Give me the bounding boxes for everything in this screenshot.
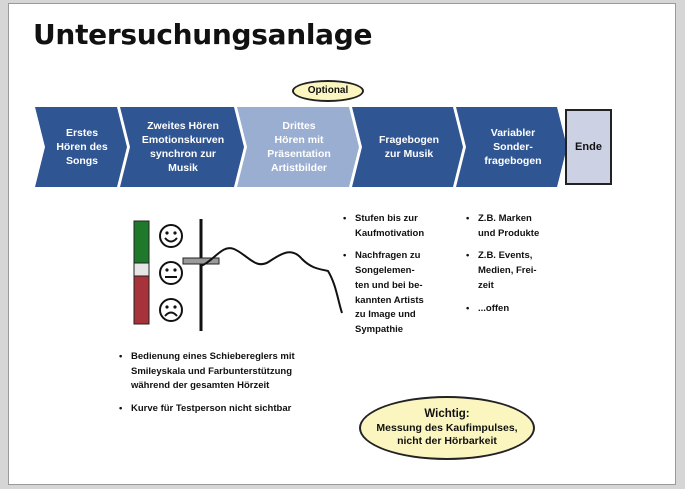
left-bullet-1: Bedienung eines Schiebereglers mit Smile… bbox=[117, 350, 357, 394]
slider-handle bbox=[182, 257, 220, 265]
callout-text: Messung des Kaufimpulses, nicht der Hörb… bbox=[376, 421, 518, 448]
chevron-step-3 bbox=[237, 107, 359, 187]
middle-bullet-list: Stufen bis zur Kaufmotivation Nachfragen… bbox=[341, 212, 451, 346]
chevron-step-1 bbox=[35, 107, 127, 187]
process-step-3-label: Drittes Hören mit Präsentation Artistbil… bbox=[267, 119, 331, 175]
left-bullet-list: Bedienung eines Schiebereglers mit Smile… bbox=[117, 350, 357, 425]
left-bullet-2: Kurve für Testperson nicht sichtbar bbox=[117, 402, 357, 417]
process-step-5-label: Variabler Sonder- fragebogen bbox=[484, 126, 542, 168]
chevron-step-4 bbox=[352, 107, 463, 187]
middle-bullet-1: Stufen bis zur Kaufmotivation bbox=[341, 212, 451, 241]
slide: Untersuchungsanlage Optional Erstes Höre… bbox=[8, 3, 676, 485]
process-step-4-label: Fragebogen zur Musik bbox=[378, 133, 440, 160]
slider-figure bbox=[133, 219, 343, 331]
chevron-step-2 bbox=[120, 107, 244, 187]
smiley-neutral-icon bbox=[159, 261, 183, 285]
process-step-1-label: Erstes Hören des Songs bbox=[56, 126, 108, 168]
smiley-sad-icon bbox=[159, 298, 183, 322]
slide-title: Untersuchungsanlage bbox=[33, 18, 373, 51]
middle-bullet-2: Nachfragen zu Songelemen- ten und bei be… bbox=[341, 249, 451, 337]
scale-red-segment bbox=[133, 275, 150, 325]
right-bullet-2: Z.B. Events, Medien, Frei- zeit bbox=[464, 249, 574, 293]
optional-badge: Optional bbox=[292, 80, 364, 102]
callout-headline: Wichtig: bbox=[424, 407, 470, 420]
scale-green-segment bbox=[133, 220, 150, 264]
process-step-2-label: Zweites Hören Emotionskurven synchron zu… bbox=[141, 119, 225, 175]
process-flow: Erstes Hören des Songs Zweites Hören Emo… bbox=[9, 107, 675, 187]
smiley-happy-icon bbox=[159, 224, 183, 248]
process-chevrons bbox=[35, 107, 567, 187]
right-bullet-1: Z.B. Marken und Produkte bbox=[464, 212, 574, 241]
callout-bubble: Wichtig: Messung des Kaufimpulses, nicht… bbox=[359, 396, 535, 460]
right-bullet-list: Z.B. Marken und Produkte Z.B. Events, Me… bbox=[464, 212, 574, 324]
chevron-step-5 bbox=[456, 107, 567, 187]
right-bullet-3: ...offen bbox=[464, 302, 574, 317]
end-box: Ende bbox=[565, 109, 612, 185]
scale-neutral-segment bbox=[133, 262, 150, 277]
emotion-curve bbox=[200, 247, 343, 314]
